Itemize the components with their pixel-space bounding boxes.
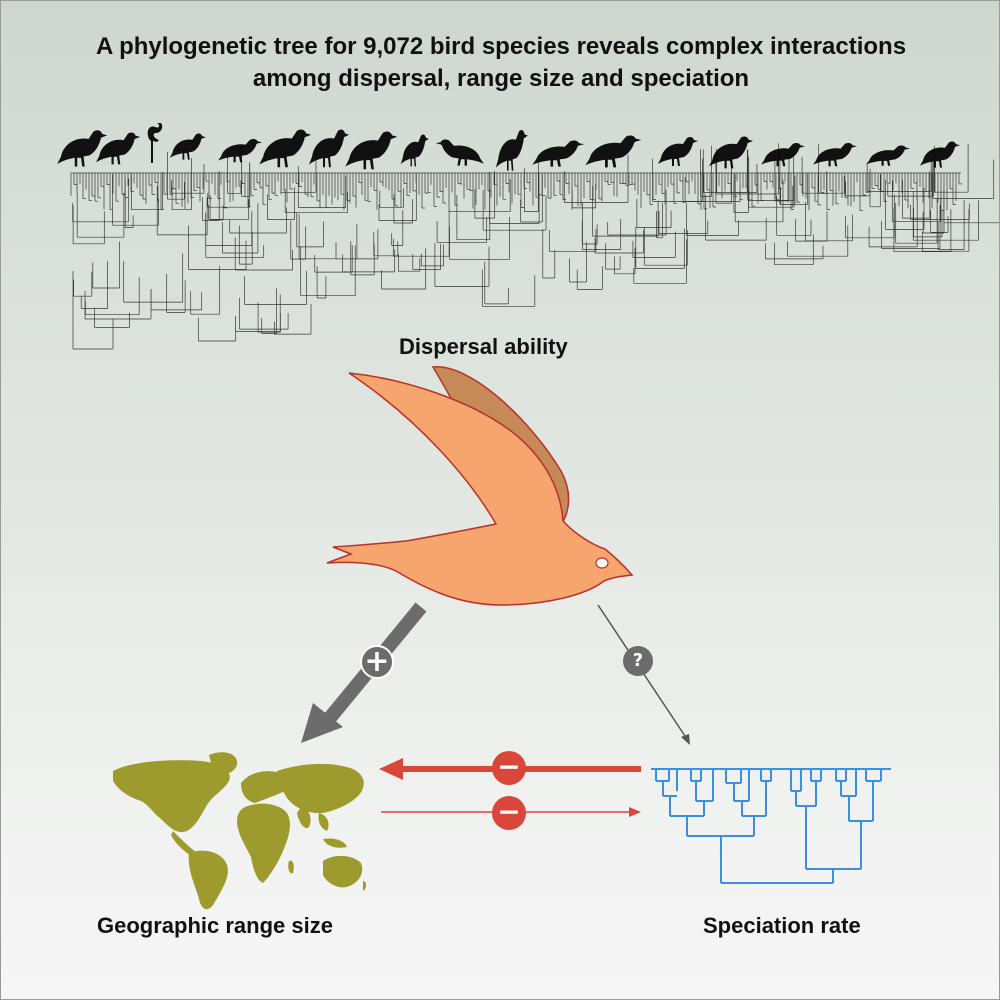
phylogeny-branches bbox=[70, 143, 999, 350]
unknown-effect-badge: ? bbox=[623, 646, 653, 676]
bird-icon bbox=[326, 366, 634, 606]
positive-effect-badge: + bbox=[360, 645, 394, 679]
title-line-2: among dispersal, range size and speciati… bbox=[252, 65, 750, 92]
dispersal-to-range-arrowhead bbox=[301, 703, 343, 743]
geographic-range-size-label: Geographic range size bbox=[97, 913, 333, 938]
dispersal-ability-label: Dispersal ability bbox=[399, 334, 568, 359]
negative-effect-badge-1: − bbox=[492, 751, 526, 785]
title-line-1: A phylogenetic tree for 9,072 bird speci… bbox=[95, 33, 907, 60]
flamingo-silhouette-icon bbox=[147, 123, 163, 163]
bird-silhouettes-row bbox=[57, 123, 960, 171]
negative-effect-badge-2: − bbox=[492, 796, 526, 830]
bird-eye bbox=[595, 557, 609, 569]
speciation-rate-label: Speciation rate bbox=[703, 913, 861, 938]
phylogenetic-tree bbox=[70, 143, 999, 350]
